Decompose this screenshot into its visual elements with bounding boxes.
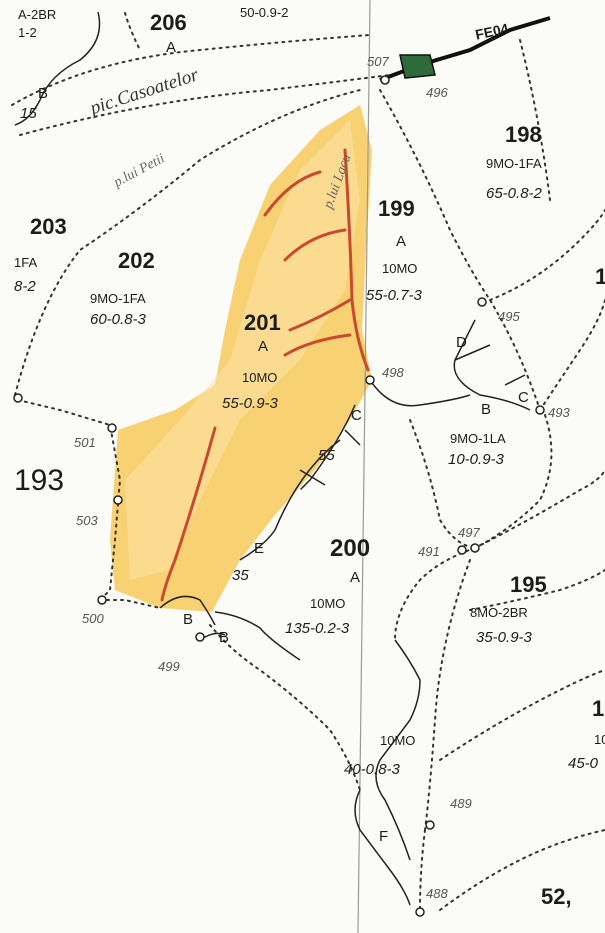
parcel-202-formula: 60-0.8-3 [90, 311, 146, 328]
point-label-501: 501 [74, 435, 96, 450]
parcel-a2br-formula: 1-2 [18, 25, 37, 40]
parcel-b15-formula: 15 [20, 105, 37, 122]
point-marker-489 [425, 820, 435, 830]
parcel-206-number: 206 [150, 10, 187, 35]
point-marker-500 [97, 595, 107, 605]
stream-lines [160, 148, 370, 602]
parcel-e-sub: E [254, 540, 265, 557]
parcel-199-number: 199 [378, 196, 415, 221]
parcel-lower-formula: 40-0.8-3 [344, 761, 400, 778]
parcel-b-formula: 10-0.9-3 [448, 451, 504, 468]
point-marker-493 [535, 405, 545, 415]
parcel-d-sub: D [456, 334, 467, 351]
point-label-497: 497 [458, 525, 480, 540]
point-marker-495 [477, 297, 487, 307]
point-marker-499 [195, 632, 205, 642]
parcel-195-formula: 35-0.9-3 [476, 629, 532, 646]
parcel-200-composition: 10MO [310, 596, 346, 611]
point-label-503: 503 [76, 513, 98, 528]
parcel-200-sub: A [350, 569, 361, 586]
parcel-206-sub: A [166, 39, 177, 56]
grid-line [357, 0, 371, 933]
parcel-201-formula: 55-0.9-3 [222, 395, 278, 412]
point-label-498: 498 [382, 365, 404, 380]
point-marker-501 [107, 423, 117, 433]
point-label-493: 493 [548, 405, 570, 420]
parcel-a2br-composition: A-2BR [18, 7, 57, 22]
parcel-edge-19b: 19 [592, 696, 605, 721]
parcel-198-number: 198 [505, 122, 542, 147]
point-marker-491 [457, 545, 467, 555]
parcel-c2-sub: C [518, 389, 529, 406]
point-label-488: 488 [426, 886, 448, 901]
parcel-203-number: 203 [30, 214, 67, 239]
parcel-f-sub: F [379, 828, 389, 845]
parcel-198-formula: 65-0.8-2 [486, 185, 542, 202]
parcel-200-number: 200 [330, 535, 371, 562]
road-building [399, 54, 436, 79]
highlighted-parcel-fill-light [125, 120, 360, 580]
parcel-b-composition: 9MO-1LA [450, 431, 506, 446]
point-label-499: 499 [158, 659, 180, 674]
parcel-b15-sub: B [38, 85, 49, 102]
parcel-203-composition: 1FA [14, 255, 38, 270]
point-label-491: 491 [418, 544, 440, 559]
point-label-495: 495 [498, 309, 520, 324]
point-marker-497 [470, 543, 480, 553]
parcel-201-composition: 10MO [242, 370, 278, 385]
parcel-b3-sub: B [219, 629, 230, 646]
parcel-52-number: 193 [14, 464, 65, 497]
parcel-201-sub: A [258, 338, 269, 355]
survey-point-markers [13, 75, 545, 917]
parcel-b-sub: B [481, 401, 492, 418]
parcel-199-formula: 55-0.7-3 [366, 287, 422, 304]
point-label-496: 496 [426, 85, 448, 100]
point-label-500: 500 [82, 611, 104, 626]
parcel-b2-sub: B [183, 611, 194, 628]
parcel-c-sub: C [351, 407, 362, 424]
point-marker-498 [365, 375, 375, 385]
dotted-boundaries [11, 12, 605, 911]
parcel-206-formula: 50-0.9-2 [240, 5, 289, 20]
parcel-199-composition: 10MO [382, 261, 418, 276]
point-label-489: 489 [450, 796, 472, 811]
parcel-edge-10: 10 [594, 732, 605, 747]
parcel-203-formula: 8-2 [14, 278, 36, 295]
point-label-507: 507 [367, 54, 389, 69]
parcel-edge-45: 45-0 [568, 755, 599, 772]
parcel-201-number: 201 [244, 310, 281, 335]
parcel-195-composition: 8MO-2BR [470, 605, 528, 620]
parcel-55-formula: 55 [318, 447, 335, 464]
point-marker-488 [415, 907, 425, 917]
parcel-198-composition: 9MO-1FA [486, 156, 542, 171]
point-marker-edge [13, 393, 23, 403]
parcel-195-number: 195 [510, 572, 547, 597]
parcel-199-sub: A [396, 233, 407, 250]
parcel-193-number: 52, [541, 884, 572, 909]
parcel-200-formula: 135-0.2-3 [285, 620, 350, 637]
parcel-202-number: 202 [118, 248, 155, 273]
point-marker-503 [113, 495, 123, 505]
parcel-e-formula: 35 [232, 567, 249, 584]
parcel-boundaries [14, 11, 531, 906]
parcel-lower-composition: 10MO [380, 733, 416, 748]
parcel-202-composition: 9MO-1FA [90, 291, 146, 306]
point-marker-507 [380, 75, 390, 85]
parcel-edge-19a: 19 [595, 264, 605, 289]
